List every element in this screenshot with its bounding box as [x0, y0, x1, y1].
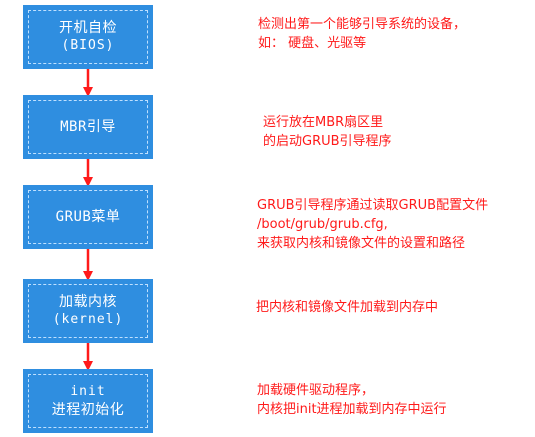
step-kernel-subtitle: (kernel): [52, 312, 124, 327]
step-mbr-inner: MBR引导: [28, 100, 148, 154]
step-grub-box: GRUB菜单: [23, 185, 153, 249]
note-mbr-line-2: 的启动GRUB引导程序: [263, 134, 392, 149]
note-grub-line-1: GRUB引导程序通过读取GRUB配置文件: [257, 198, 489, 213]
step-init-title: init: [70, 384, 106, 399]
note-bios: 检测出第一个能够引导系统的设备， 如： 硬盘、光驱等: [258, 15, 466, 53]
step-kernel-box: 加载内核 (kernel): [23, 279, 153, 343]
note-grub-line-2: /boot/grub/grub.cfg,: [257, 217, 388, 232]
step-grub-title: GRUB菜单: [55, 209, 121, 225]
step-bios-subtitle: (BIOS): [61, 38, 115, 53]
step-bios-box: 开机自检 (BIOS): [23, 5, 153, 69]
note-kernel: 把内核和镜像文件加载到内存中: [256, 298, 438, 317]
step-init-subtitle: 进程初始化: [51, 402, 125, 418]
note-grub-line-3: 来获取内核和镜像文件的设置和路径: [257, 236, 466, 251]
note-mbr: 运行放在MBR扇区里 的启动GRUB引导程序: [263, 113, 392, 151]
step-init-box: init 进程初始化: [23, 369, 153, 433]
step-bios-inner: 开机自检 (BIOS): [28, 10, 148, 64]
note-grub: GRUB引导程序通过读取GRUB配置文件 /boot/grub/grub.cfg…: [257, 196, 488, 253]
step-mbr-box: MBR引导: [23, 95, 153, 159]
note-mbr-line-1: 运行放在MBR扇区里: [263, 115, 384, 130]
note-bios-line-1: 检测出第一个能够引导系统的设备，: [258, 17, 467, 32]
step-init-inner: init 进程初始化: [28, 374, 148, 428]
step-grub-inner: GRUB菜单: [28, 190, 148, 244]
note-init-line-2: 内核把init进程加载到内存中运行: [257, 402, 447, 417]
note-init-line-1: 加载硬件驱动程序，: [257, 383, 375, 398]
step-kernel-title: 加载内核: [59, 294, 117, 310]
step-bios-title: 开机自检: [59, 20, 117, 36]
note-init: 加载硬件驱动程序， 内核把init进程加载到内存中运行: [257, 381, 447, 419]
note-kernel-line-1: 把内核和镜像文件加载到内存中: [256, 300, 439, 315]
step-mbr-title: MBR引导: [60, 119, 116, 135]
note-bios-line-2: 如： 硬盘、光驱等: [258, 36, 367, 51]
step-kernel-inner: 加载内核 (kernel): [28, 284, 148, 338]
